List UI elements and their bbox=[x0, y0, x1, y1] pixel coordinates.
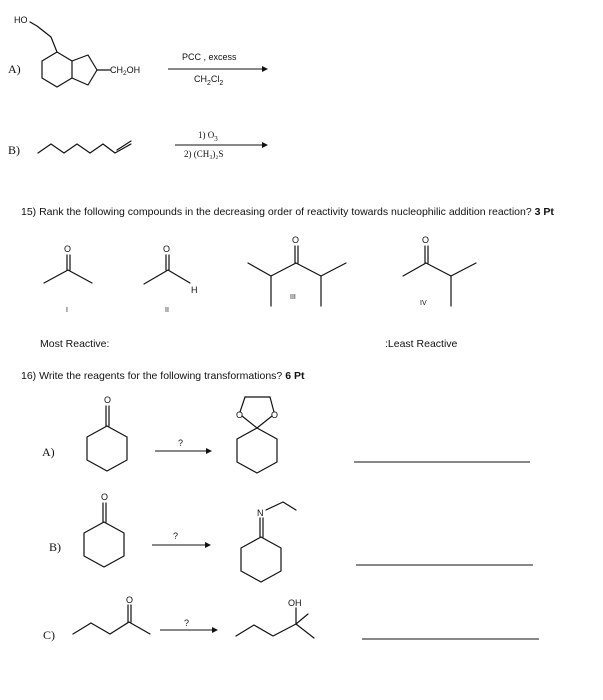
part-b-label: B) bbox=[8, 143, 20, 157]
reaction-arrow-a bbox=[168, 66, 268, 72]
ch2oh-prefix: CH bbox=[110, 65, 123, 75]
most-reactive-label: Most Reactive: bbox=[40, 338, 110, 350]
compound-iii-ketone bbox=[247, 245, 347, 307]
question-16-text: 16) Write the reagents for the following… bbox=[21, 370, 304, 382]
ozonolysis-step2: 2) (CH₃)₂S bbox=[184, 149, 224, 159]
reagent-pcc: PCC , excess bbox=[182, 52, 237, 62]
compound-ii-acetaldehyde bbox=[143, 254, 191, 285]
hydrogen-label-ii: H bbox=[191, 285, 198, 295]
reaction-arrow-16b bbox=[152, 542, 211, 548]
ketone-c bbox=[72, 604, 151, 635]
ozonolysis-step1-prefix: 1) O bbox=[198, 130, 215, 140]
solvent-sub2: 2 bbox=[219, 79, 224, 87]
roman-label-iii: III bbox=[290, 294, 296, 301]
ozonolysis-step1: 1) O3 bbox=[198, 130, 218, 143]
roman-label-iv: IV bbox=[420, 300, 427, 307]
reaction-arrow-16a bbox=[155, 448, 212, 454]
roman-label-i: I bbox=[66, 307, 68, 314]
question-15-points: 3 Pt bbox=[534, 206, 554, 218]
compound-iv-ketone bbox=[402, 245, 477, 307]
solvent-mid: Cl bbox=[210, 74, 220, 84]
q16-label-b: B) bbox=[49, 540, 61, 554]
hexene-structure bbox=[37, 140, 132, 154]
least-reactive-label: :Least Reactive bbox=[385, 338, 458, 350]
alcohol-product-c bbox=[235, 607, 315, 639]
solvent-ch2cl2: CH2Cl2 bbox=[194, 74, 223, 87]
ketal-oxygen-right: O bbox=[271, 410, 278, 420]
question-mark-16c: ? bbox=[184, 618, 189, 628]
question-mark-16a: ? bbox=[178, 438, 183, 448]
oxygen-label-16c: O bbox=[126, 595, 133, 605]
solvent-sub1: 2 bbox=[207, 79, 211, 87]
q16-label-a: A) bbox=[42, 445, 55, 459]
cyclohexanone-b bbox=[83, 502, 125, 568]
oxygen-label-iii: O bbox=[292, 235, 299, 245]
ketal-oxygen-left: O bbox=[236, 410, 243, 420]
ch2oh-label: CH2OH bbox=[110, 65, 140, 77]
reaction-arrow-16c bbox=[160, 627, 218, 633]
cyclohexanone-a bbox=[86, 405, 128, 472]
oxygen-label-ii: O bbox=[163, 244, 170, 254]
question-mark-16b: ? bbox=[173, 531, 178, 541]
solvent-prefix: CH bbox=[194, 74, 207, 84]
compound-i-acetone bbox=[43, 254, 93, 284]
ketal-product-a bbox=[236, 396, 278, 474]
question-16-points: 6 Pt bbox=[285, 370, 305, 382]
oxygen-label-i: O bbox=[64, 244, 71, 254]
nitrogen-label: N bbox=[257, 508, 264, 518]
imine-product-b bbox=[240, 501, 297, 583]
hydrindane-structure bbox=[29, 21, 111, 88]
question-15-text: 15) Rank the following compounds in the … bbox=[21, 206, 554, 218]
ho-label: HO bbox=[14, 15, 28, 25]
ozonolysis-step1-sub: 3 bbox=[214, 134, 218, 143]
part-a-label: A) bbox=[8, 62, 21, 76]
ch2oh-suffix: OH bbox=[127, 65, 141, 75]
oxygen-label-iv: O bbox=[422, 235, 429, 245]
roman-label-ii: II bbox=[165, 307, 169, 314]
question-16-prompt: 16) Write the reagents for the following… bbox=[21, 370, 283, 382]
oxygen-label-16a: O bbox=[104, 395, 111, 405]
ch2oh-sub: 2 bbox=[123, 70, 127, 77]
hydroxyl-label: OH bbox=[288, 598, 302, 608]
reaction-arrow-b bbox=[175, 142, 268, 148]
question-15-prompt: 15) Rank the following compounds in the … bbox=[21, 206, 532, 218]
q16-label-c: C) bbox=[43, 628, 55, 642]
oxygen-label-16b: O bbox=[101, 492, 108, 502]
